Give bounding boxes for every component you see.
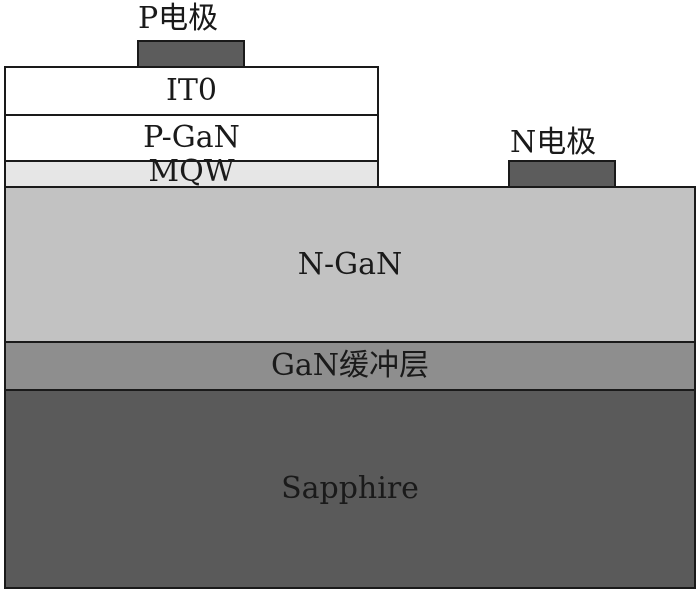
p-electrode (137, 40, 245, 68)
sapphire-substrate-label: Sapphire (281, 471, 419, 506)
n-gan-layer-label: N-GaN (297, 246, 403, 282)
sapphire-substrate: Sapphire (4, 389, 696, 589)
p-gan-layer: P-GaN (4, 114, 379, 162)
gan-buffer-layer-label: GaN缓冲层 (270, 348, 430, 383)
n-electrode (508, 160, 616, 188)
n-gan-layer: N-GaN (4, 186, 696, 343)
ito-layer-label: IT0 (166, 73, 217, 108)
p-electrode-label: P电极 (138, 1, 219, 36)
p-gan-layer-label: P-GaN (143, 120, 240, 155)
mqw-layer: MQW (4, 154, 379, 189)
mqw-layer-label: MQW (148, 154, 235, 189)
ito-layer: IT0 (4, 66, 379, 116)
n-electrode-label: N电极 (510, 125, 597, 160)
gan-buffer-layer: GaN缓冲层 (4, 341, 696, 391)
